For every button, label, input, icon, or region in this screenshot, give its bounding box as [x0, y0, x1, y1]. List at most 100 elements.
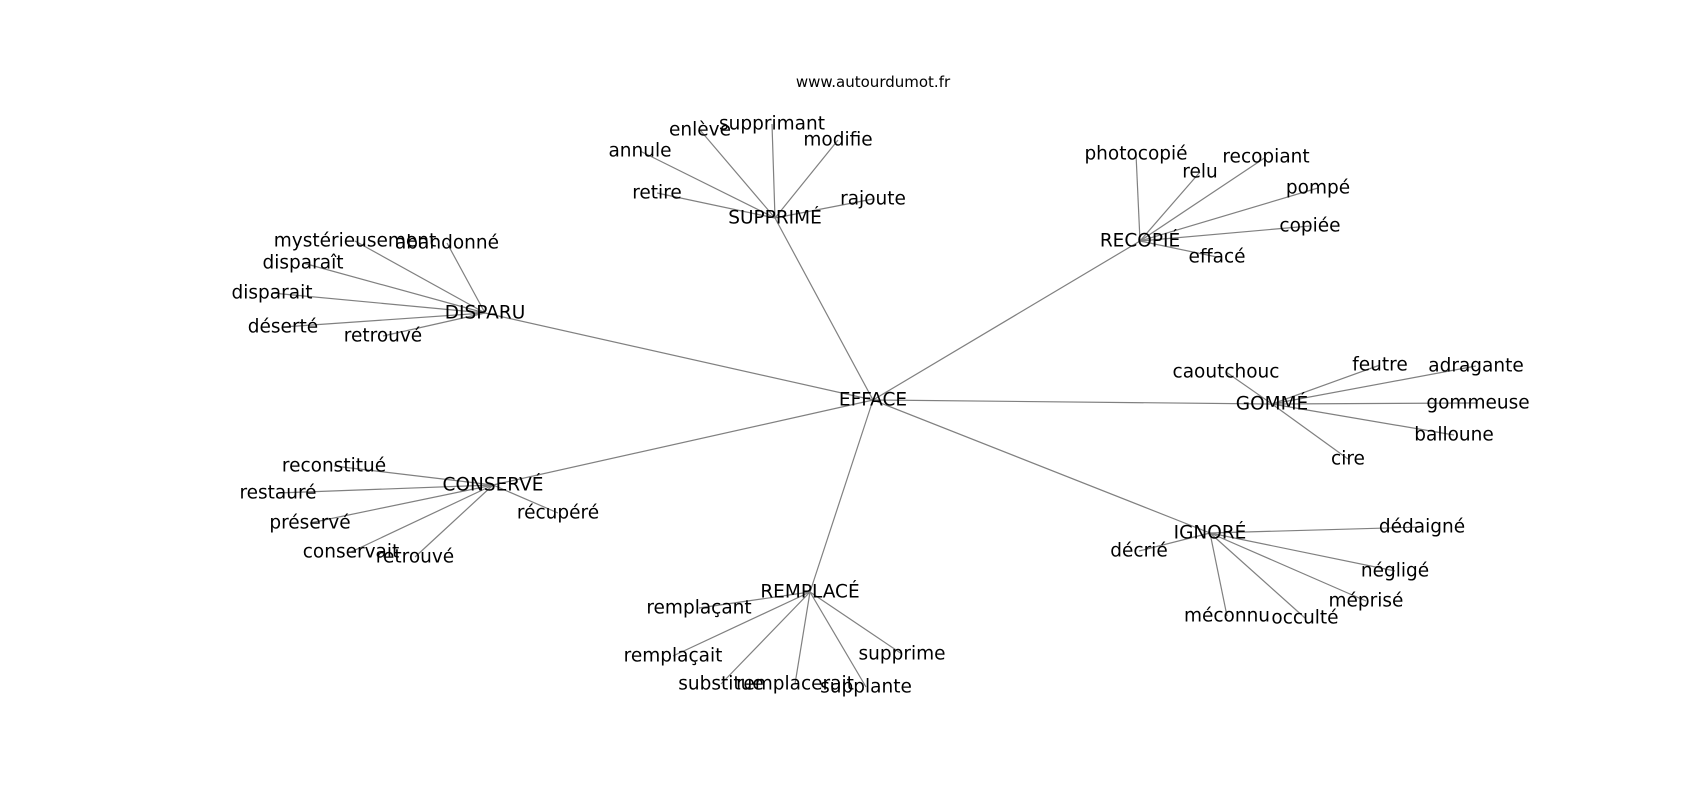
- edge-cluster-0-leaf-1: [699, 129, 776, 219]
- edge-cluster-4-leaf-5: [492, 484, 559, 514]
- edge-cluster-6-leaf-5: [809, 591, 903, 655]
- cluster-node[interactable]: GOMMÉ: [1236, 393, 1309, 415]
- leaf-node[interactable]: copiée: [1279, 216, 1340, 237]
- edge-center-to-cluster-6: [809, 399, 874, 593]
- leaf-node[interactable]: modifie: [803, 130, 872, 151]
- leaf-node[interactable]: négligé: [1361, 561, 1429, 582]
- leaf-node[interactable]: restauré: [239, 483, 316, 504]
- leaf-node[interactable]: remplacerait: [736, 674, 854, 695]
- edge-cluster-2-leaf-2: [302, 262, 486, 314]
- edge-cluster-3-leaf-2: [1271, 365, 1477, 405]
- edge-cluster-0-leaf-0: [639, 150, 776, 219]
- leaf-node[interactable]: substitue: [678, 674, 764, 695]
- edge-cluster-3-leaf-5: [1271, 403, 1349, 460]
- edge-cluster-6-leaf-0: [698, 591, 811, 609]
- edge-cluster-2-leaf-1: [446, 242, 486, 314]
- leaf-node[interactable]: récupéré: [517, 503, 599, 524]
- leaf-node[interactable]: cire: [1331, 449, 1365, 470]
- leaf-node[interactable]: mystérieusement: [274, 231, 437, 252]
- edge-center-to-cluster-3: [872, 399, 1273, 405]
- leaf-node[interactable]: rajoute: [840, 189, 906, 210]
- edge-cluster-5-leaf-4: [1209, 532, 1228, 617]
- edge-cluster-4-leaf-0: [333, 465, 494, 486]
- edge-cluster-0-leaf-2: [771, 123, 776, 219]
- leaf-node[interactable]: décrié: [1110, 541, 1167, 562]
- edge-center-to-cluster-4: [492, 399, 874, 486]
- edge-cluster-4-leaf-3: [350, 484, 494, 553]
- leaf-node[interactable]: méprisé: [1329, 591, 1404, 612]
- edge-center-to-cluster-1: [872, 240, 1141, 401]
- edge-cluster-2-leaf-5: [382, 312, 486, 337]
- leaf-node[interactable]: enlève: [669, 120, 731, 141]
- leaf-node[interactable]: supplante: [820, 677, 912, 698]
- edge-center-to-cluster-2: [484, 312, 874, 401]
- edge-cluster-3-leaf-4: [1271, 403, 1455, 436]
- edge-cluster-3-leaf-3: [1271, 402, 1479, 405]
- edge-cluster-4-leaf-1: [277, 484, 494, 494]
- cluster-node[interactable]: IGNORÉ: [1174, 522, 1247, 544]
- leaf-node[interactable]: retrouvé: [344, 326, 422, 347]
- cluster-node[interactable]: DISPARU: [445, 303, 525, 324]
- edge-cluster-6-leaf-1: [672, 591, 811, 657]
- leaf-node[interactable]: relu: [1182, 162, 1217, 183]
- edge-cluster-5-leaf-5: [1209, 532, 1306, 619]
- cluster-node[interactable]: CONSERVÉ: [443, 474, 544, 496]
- edge-cluster-6-leaf-4: [809, 591, 867, 688]
- edge-cluster-5-leaf-0: [1138, 532, 1211, 552]
- site-url: www.autourdumot.fr: [796, 73, 951, 91]
- edge-cluster-0-leaf-5: [774, 198, 874, 219]
- edge-cluster-4-leaf-4: [414, 484, 494, 558]
- edges-layer: [271, 123, 1479, 688]
- leaf-node[interactable]: adragante: [1428, 356, 1523, 377]
- leaf-node[interactable]: photocopié: [1084, 144, 1187, 165]
- edge-cluster-6-leaf-2: [720, 591, 811, 685]
- edge-cluster-1-leaf-5: [1139, 240, 1218, 258]
- cluster-node[interactable]: SUPPRIMÉ: [728, 207, 822, 229]
- leaf-node[interactable]: remplaçait: [624, 646, 723, 667]
- leaf-node[interactable]: feutre: [1352, 355, 1407, 376]
- edge-cluster-1-leaf-0: [1135, 153, 1141, 242]
- edge-cluster-1-leaf-2: [1139, 156, 1267, 242]
- leaf-node[interactable]: supprimant: [719, 114, 825, 135]
- edge-cluster-2-leaf-3: [271, 292, 486, 314]
- leaf-node[interactable]: retrouvé: [376, 547, 454, 568]
- leaf-node[interactable]: pompé: [1286, 178, 1350, 199]
- leaf-node[interactable]: abandonné: [395, 233, 499, 254]
- edge-cluster-0-leaf-3: [774, 139, 839, 219]
- center-node[interactable]: EFFACE: [839, 390, 907, 411]
- leaf-node[interactable]: recopiant: [1222, 147, 1309, 168]
- edge-cluster-5-leaf-3: [1209, 532, 1367, 602]
- leaf-node[interactable]: disparaît: [263, 253, 344, 274]
- leaf-node[interactable]: disparait: [232, 283, 313, 304]
- edge-cluster-2-leaf-4: [282, 312, 486, 328]
- cluster-node[interactable]: REMPLACÉ: [760, 581, 859, 603]
- labels-layer: www.autourdumot.fr EFFACESUPPRIMÉannulee…: [232, 73, 1530, 698]
- leaf-node[interactable]: occulté: [1271, 608, 1338, 629]
- leaf-node[interactable]: conservait: [303, 542, 400, 563]
- edge-cluster-3-leaf-0: [1225, 371, 1273, 405]
- leaf-node[interactable]: dédaigné: [1379, 517, 1465, 538]
- leaf-node[interactable]: préservé: [269, 513, 350, 534]
- edge-cluster-2-leaf-0: [354, 240, 486, 314]
- leaf-node[interactable]: déserté: [248, 317, 318, 338]
- edge-cluster-0-leaf-4: [656, 192, 776, 219]
- leaf-node[interactable]: retire: [632, 183, 682, 204]
- leaf-node[interactable]: reconstitué: [282, 456, 386, 477]
- edge-cluster-1-leaf-3: [1139, 187, 1319, 242]
- cluster-node[interactable]: RECOPIÉ: [1100, 230, 1180, 252]
- leaf-node[interactable]: gommeuse: [1426, 393, 1529, 414]
- leaf-node[interactable]: supprime: [859, 644, 946, 665]
- leaf-node[interactable]: effacé: [1188, 247, 1245, 268]
- edge-cluster-4-leaf-2: [309, 484, 494, 524]
- edge-center-to-cluster-5: [872, 399, 1211, 534]
- edge-cluster-6-leaf-3: [794, 591, 811, 685]
- edge-cluster-3-leaf-1: [1271, 364, 1381, 405]
- edge-cluster-5-leaf-2: [1209, 532, 1396, 572]
- leaf-node[interactable]: méconnu: [1184, 606, 1270, 627]
- leaf-node[interactable]: balloune: [1414, 425, 1494, 446]
- leaf-node[interactable]: caoutchouc: [1173, 362, 1280, 383]
- leaf-node[interactable]: annule: [608, 141, 671, 162]
- leaf-node[interactable]: remplaçant: [646, 598, 751, 619]
- edge-cluster-1-leaf-1: [1139, 171, 1201, 242]
